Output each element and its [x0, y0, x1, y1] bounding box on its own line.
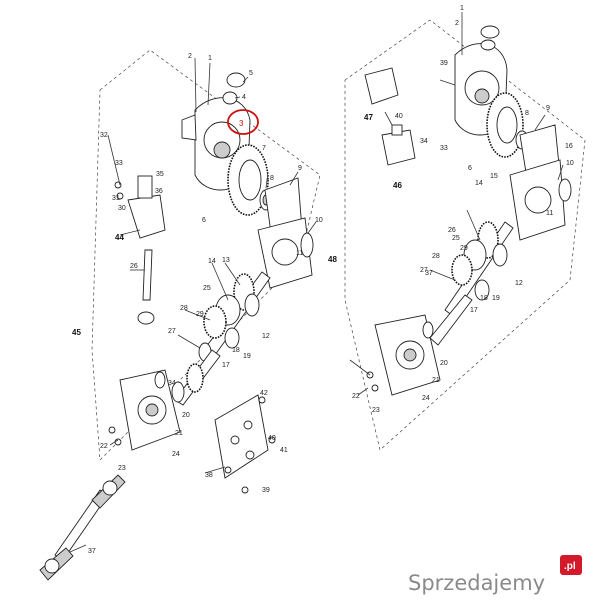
label-39: 39 — [262, 487, 270, 494]
label-3-highlighted: 3 — [239, 119, 244, 128]
label-6: 6 — [202, 217, 206, 224]
label-1-right: 1 — [460, 5, 464, 12]
label-33-right: 33 — [440, 145, 448, 152]
label-5: 5 — [249, 70, 253, 77]
label-7: 7 — [262, 145, 266, 152]
label-27-right: 27 — [420, 267, 428, 274]
left-assembly: 1 2 3 4 5 7 8 9 10 11 12 13 14 17 18 19 … — [39, 49, 323, 581]
label-6-right: 6 — [468, 165, 472, 172]
label-47: 47 — [364, 113, 373, 122]
label-26: 26 — [130, 263, 138, 270]
label-33: 33 — [115, 160, 123, 167]
label-29-right: 29 — [460, 245, 468, 252]
label-23-right: 23 — [372, 407, 380, 414]
label-9-right: 9 — [546, 105, 550, 112]
label-41: 41 — [280, 447, 288, 454]
label-32: 32 — [100, 132, 108, 139]
label-12-right: 12 — [515, 280, 523, 287]
label-44: 44 — [115, 233, 124, 242]
label-12: 12 — [262, 333, 270, 340]
label-22-right: 22 — [352, 393, 360, 400]
label-24: 24 — [172, 451, 180, 458]
label-34-right: 34 — [420, 138, 428, 145]
label-22: 22 — [100, 443, 108, 450]
label-17: 17 — [222, 362, 230, 369]
label-8: 8 — [270, 175, 274, 182]
label-23: 23 — [118, 465, 126, 472]
label-35: 35 — [156, 171, 164, 178]
label-34: 34 — [168, 380, 176, 387]
label-30: 30 — [118, 205, 126, 212]
label-11: 11 — [296, 250, 303, 257]
label-14-right: 14 — [475, 180, 483, 187]
label-26-right: 26 — [448, 227, 456, 234]
watermark: Sprzedajemy .pl — [408, 555, 582, 595]
right-assembly: 1 2 6 8 9 10 11 12 14 15 16 17 18 19 20 … — [328, 5, 586, 451]
label-9: 9 — [298, 165, 302, 172]
label-25-right: 25 — [452, 235, 460, 242]
label-24-right: 24 — [422, 395, 430, 402]
highlight-circle — [227, 109, 259, 135]
label-10: 10 — [315, 217, 323, 224]
label-42: 42 — [260, 390, 268, 397]
label-20: 20 — [182, 412, 190, 419]
label-13: 13 — [222, 257, 230, 264]
watermark-text: Sprzedajemy — [408, 571, 545, 595]
label-2: 2 — [188, 53, 192, 60]
label-2-right: 2 — [455, 20, 459, 27]
label-19-right: 19 — [492, 295, 500, 302]
label-48: 48 — [328, 255, 337, 264]
label-18-right: 18 — [480, 295, 488, 302]
label-31: 31 — [112, 195, 120, 202]
label-45: 45 — [72, 328, 81, 337]
label-37-right: 37 — [425, 270, 433, 277]
label-36: 36 — [155, 188, 163, 195]
label-8-right: 8 — [525, 110, 529, 117]
label-10-right: 10 — [566, 160, 574, 167]
label-29: 29 — [196, 311, 204, 318]
watermark-badge-text: .pl — [564, 561, 576, 572]
label-4: 4 — [242, 94, 246, 101]
label-28: 28 — [180, 305, 188, 312]
label-25: 25 — [203, 285, 211, 292]
label-17-right: 17 — [470, 307, 478, 314]
watermark-badge — [560, 555, 582, 575]
label-18: 18 — [232, 347, 240, 354]
label-40: 40 — [268, 435, 276, 442]
label-21-right: 21 — [432, 377, 440, 384]
label-40-right: 40 — [395, 113, 403, 120]
label-1: 1 — [208, 55, 212, 62]
label-39-right: 39 — [440, 60, 448, 67]
label-20-right: 20 — [440, 360, 448, 367]
label-14: 14 — [208, 258, 216, 265]
label-15-right: 15 — [490, 173, 498, 180]
label-46: 46 — [393, 181, 402, 190]
label-37: 37 — [88, 548, 96, 555]
label-28-right: 28 — [432, 253, 440, 260]
label-27: 27 — [168, 328, 176, 335]
label-38: 38 — [205, 472, 213, 479]
label-11-right: 11 — [546, 210, 553, 217]
label-16-right: 16 — [565, 143, 573, 150]
label-19: 19 — [243, 353, 251, 360]
label-21: 21 — [175, 430, 183, 437]
